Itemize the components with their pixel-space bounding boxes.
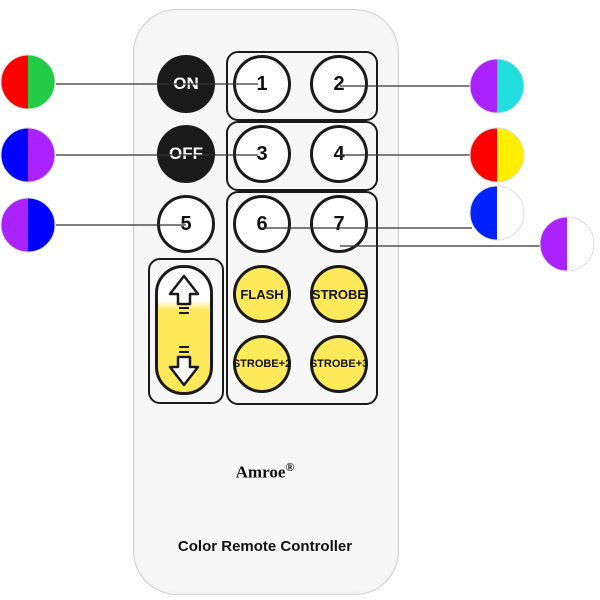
group-buttons-3-4 (226, 121, 378, 191)
button-3[interactable]: 3 (233, 125, 291, 183)
registered-mark: ® (285, 460, 295, 474)
strobe-plus-2-button[interactable]: STROBE+2 (233, 335, 291, 393)
button-4[interactable]: 4 (310, 125, 368, 183)
swatch-right-4 (539, 216, 595, 272)
brightness-up-icon[interactable] (168, 274, 200, 314)
swatch-right-1 (469, 58, 525, 114)
button-2[interactable]: 2 (310, 55, 368, 113)
group-brightness (148, 258, 224, 404)
brightness-rocker[interactable] (155, 265, 213, 395)
flash-button[interactable]: FLASH (233, 265, 291, 323)
button-6[interactable]: 6 (233, 195, 291, 253)
brightness-down-icon[interactable] (168, 346, 200, 387)
remote-subtitle: Color Remote Controller (177, 538, 353, 555)
button-7[interactable]: 7 (310, 195, 368, 253)
swatch-right-3 (469, 185, 525, 241)
strobe-button[interactable]: STROBE (310, 265, 368, 323)
group-buttons-6-7-effects (226, 191, 378, 405)
brand-name: Amroe (235, 462, 286, 482)
brand-logo: Amroe® (133, 460, 397, 483)
strobe-plus-3-button[interactable]: STROBE+3 (310, 335, 368, 393)
swatch-left-1 (0, 54, 56, 110)
off-button[interactable]: OFF (157, 125, 215, 183)
button-5[interactable]: 5 (157, 195, 215, 253)
swatch-right-2 (469, 127, 525, 183)
swatch-left-2 (0, 127, 56, 183)
swatch-left-3 (0, 197, 56, 253)
